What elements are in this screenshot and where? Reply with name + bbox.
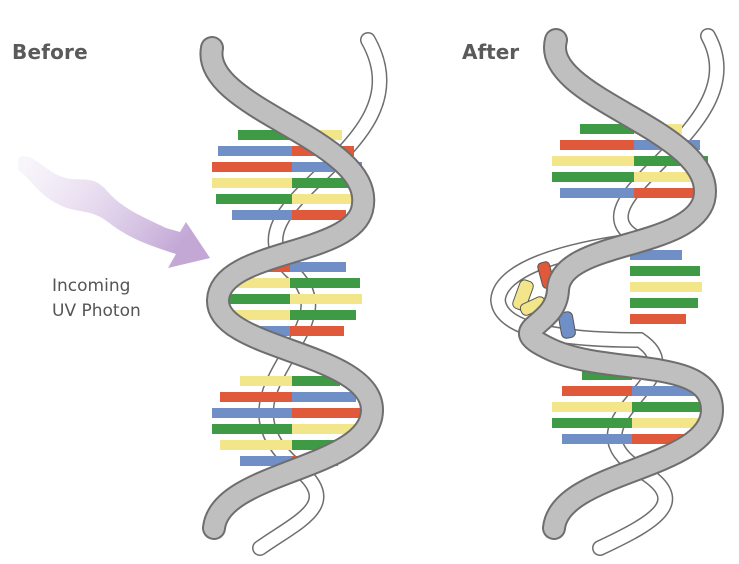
after-label: After — [462, 40, 519, 64]
wavy-arrow-icon — [18, 156, 210, 268]
dna-helix-after — [498, 36, 717, 548]
incoming-line-2: UV Photon — [52, 299, 141, 324]
incoming-uv-photon-label: Incoming UV Photon — [52, 274, 141, 324]
dna-helix-before — [211, 40, 379, 548]
before-label: Before — [12, 40, 88, 64]
incoming-line-1: Incoming — [52, 274, 141, 299]
after-base-pairs-middle — [630, 250, 702, 324]
